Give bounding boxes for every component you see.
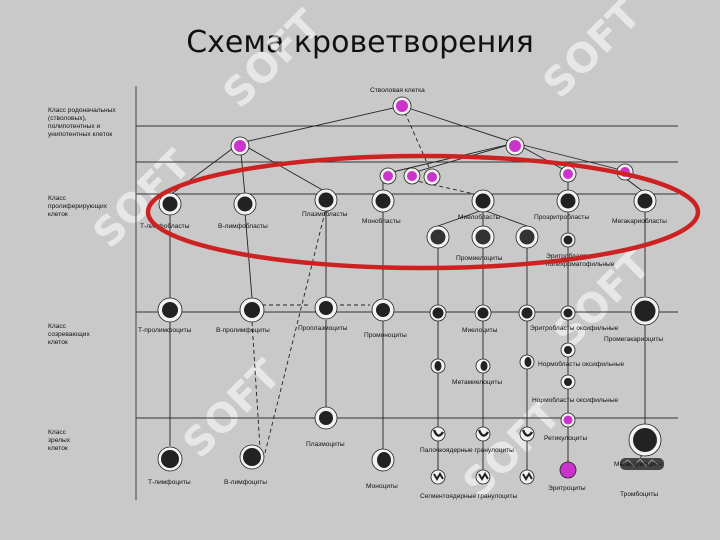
cell-nucleus [477, 429, 490, 437]
label-myelocytes: Миелоциты [462, 327, 498, 334]
cell-nucleus [637, 193, 653, 209]
label-promegakaryocytes: Промегакариоциты [604, 336, 663, 343]
cell-nucleus [633, 428, 657, 452]
cell-nucleus [560, 193, 576, 209]
watermark: SOFT [535, 0, 651, 107]
stem-cell-nucleus [396, 100, 408, 112]
label-b-lymphocytes: В-лимфоциты [224, 479, 267, 486]
label-band-granulocytes: Палочкоядерные гранулоциты [420, 447, 514, 454]
label-normoblasts-oxyphilic-2: Нормобласты оксифильные [532, 396, 619, 404]
cell-nucleus [480, 361, 488, 371]
label-megakaryocytes: Мегакариоциты [614, 461, 662, 468]
label-reticulocytes: Ретикулоциты [544, 435, 587, 442]
label-erythroblasts-oxyphilic: Эритробласты оксифильные [530, 324, 619, 332]
cell-nucleus [237, 196, 253, 212]
cell-nucleus [475, 193, 491, 209]
label-monocytes: Моноциты [366, 483, 398, 490]
class-label-mature: Класс зрелых клеток [48, 429, 72, 452]
cell-nucleus [377, 452, 391, 468]
cell-nucleus [563, 308, 573, 318]
cell-nucleus [430, 229, 446, 245]
stem-cells [230, 96, 634, 186]
label-metamyelocytes: Метамиелоциты [452, 379, 502, 386]
cell-nucleus [564, 346, 572, 354]
cell-nucleus [162, 196, 178, 212]
cell-nucleus [161, 450, 179, 468]
label-erythrocytes: Эритроциты [548, 485, 586, 492]
cell-nucleus [563, 169, 573, 179]
cell-nucleus [524, 357, 532, 367]
cell-nucleus [432, 429, 445, 437]
cell-nucleus [634, 300, 656, 322]
label-myeloblasts: Миелобласты [458, 213, 501, 221]
label-proerythroblasts: Проэритробласты [534, 213, 589, 221]
maturing-cells [157, 296, 660, 390]
cell-nucleus [383, 171, 393, 181]
label-t-lymphoblasts: Т-лимфобласты [140, 222, 190, 230]
cell-nucleus [244, 302, 260, 318]
thrombocytes-texture [621, 458, 661, 467]
label-stem-cell: Стволовая клетка [370, 87, 425, 94]
cell-nucleus [162, 302, 178, 318]
label-promyelocytes: Промиелоциты [456, 255, 503, 262]
cell-nucleus [475, 229, 491, 245]
cell-nucleus [318, 192, 334, 208]
highlight-oval [145, 153, 701, 271]
mature-cells [157, 406, 664, 485]
cell-erythrocyte [559, 461, 577, 479]
cell-nucleus [375, 193, 391, 209]
cell-nucleus [563, 235, 573, 245]
label-t-prolymphocytes: Т-пролимфоциты [138, 327, 192, 334]
label-b-lymphoblasts: В-лимфобласты [218, 222, 268, 230]
label-megakaryoblasts: Мегакариобласты [612, 217, 667, 225]
label-plasmocytes: Плазмоциты [306, 441, 345, 448]
thrombocyte-cluster [620, 458, 664, 470]
cell-nucleus [521, 429, 534, 437]
class-label-maturing: Класс созревающих клеток [48, 323, 92, 346]
cell-nucleus [521, 307, 533, 319]
label-promonocytes: Промоноциты [364, 332, 407, 339]
cell-nucleus [522, 472, 533, 481]
cell-nucleus [407, 171, 417, 181]
class-dividers [136, 125, 678, 419]
cell-nucleus [509, 140, 521, 152]
cell-nucleus [432, 307, 444, 319]
label-thrombocytes: Тромбоциты [620, 490, 658, 498]
label-normoblasts-oxyphilic-1: Нормобласты оксифильные [538, 360, 625, 368]
label-monoblasts: Монобласты [362, 217, 401, 225]
label-proplasmocytes: Проплазмоциты [298, 325, 348, 332]
class-label-stem: Класс родоначальных (стволовых), полипот… [48, 107, 118, 138]
cell-nucleus [519, 229, 535, 245]
cell-reticulum [563, 415, 573, 425]
watermark: SOFT [175, 351, 291, 467]
cell-nucleus [234, 140, 246, 152]
proliferating-cells [158, 188, 657, 249]
cell-nucleus [433, 472, 444, 481]
label-b-prolymphocytes: В-пролимфоциты [216, 327, 270, 334]
cell-nucleus [478, 472, 489, 481]
cell-nucleus [319, 301, 333, 315]
label-t-lymphocytes: Т-лимфоциты [148, 479, 191, 486]
cell-nucleus [319, 411, 333, 425]
cell-nucleus [477, 307, 489, 319]
cell-nucleus [434, 361, 442, 371]
cell-nucleus [376, 303, 390, 317]
watermark: SOFT [215, 1, 331, 117]
class-label-proliferating: Класс пролиферирующих клеток [48, 195, 109, 218]
page-title: Схема кроветворения [186, 25, 534, 60]
label-plasmoblasts: Плазмобласты [302, 210, 348, 218]
label-erythroblasts-basophilic: Эритробласты полихроматофильные [546, 252, 615, 268]
label-segmented-granulocytes: Сегментоядерные гранулоциты [420, 493, 518, 500]
cell-nucleus [427, 172, 437, 182]
cell-nucleus [243, 448, 261, 466]
cell-nucleus [564, 378, 572, 386]
